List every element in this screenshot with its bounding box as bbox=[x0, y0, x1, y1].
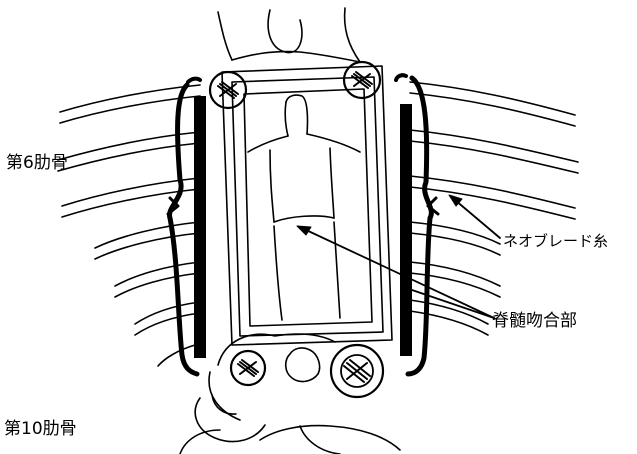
label-suture: ネオブレード糸 bbox=[503, 234, 608, 249]
left-rod bbox=[168, 79, 206, 374]
arrow-suture bbox=[455, 200, 500, 238]
right-rod bbox=[396, 75, 438, 374]
spinal-cord bbox=[248, 95, 360, 320]
callout-arrows bbox=[297, 195, 500, 318]
label-rib-10: 第10肋骨 bbox=[4, 421, 77, 438]
upper-vertebra bbox=[218, 8, 360, 62]
label-rib-6: 第6肋骨 bbox=[6, 155, 68, 172]
label-anastomosis: 脊髄吻合部 bbox=[492, 313, 577, 330]
